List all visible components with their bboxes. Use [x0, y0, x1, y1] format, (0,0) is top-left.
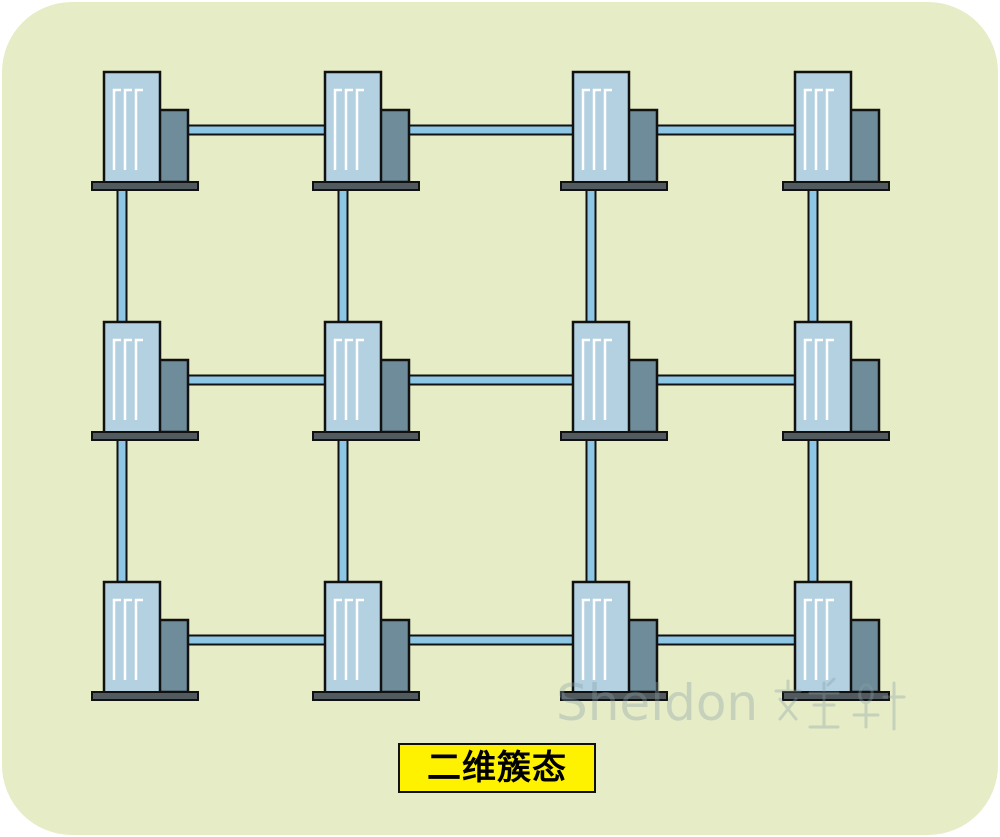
server-icon [312, 70, 420, 191]
server-icon [560, 70, 668, 191]
watermark-text: Sheldon [556, 674, 759, 732]
nodes-layer [91, 70, 890, 701]
watermark-logo-icon [774, 677, 906, 731]
server-icon [91, 320, 199, 441]
server-icon [312, 320, 420, 441]
caption-text: 二维簇态 [427, 748, 567, 788]
server-icon [560, 580, 668, 701]
server-icon [91, 580, 199, 701]
watermark: Sheldon [556, 668, 920, 738]
server-icon [91, 70, 199, 191]
server-icon [782, 320, 890, 441]
caption-box: 二维簇态 [398, 743, 596, 793]
server-icon [782, 580, 890, 701]
server-icon [560, 320, 668, 441]
server-icon [782, 70, 890, 191]
server-icon [312, 580, 420, 701]
